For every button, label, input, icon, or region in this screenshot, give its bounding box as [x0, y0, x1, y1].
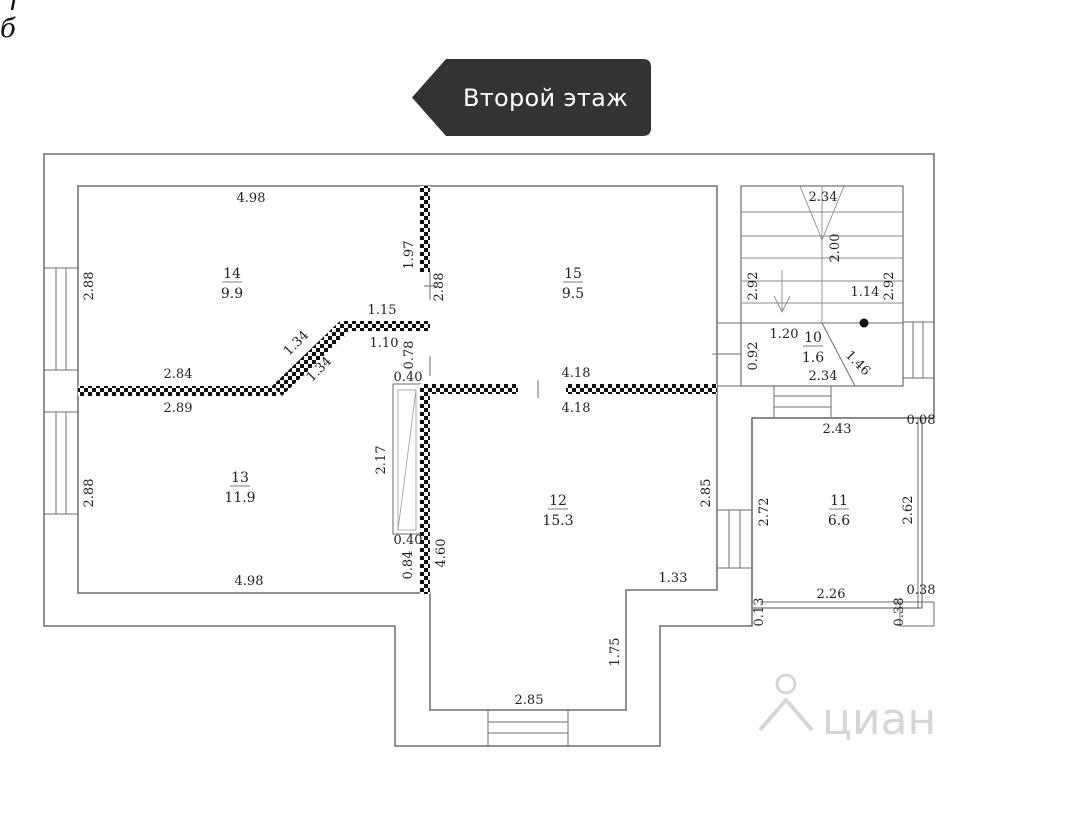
dimension-label: 0.40 — [394, 533, 423, 548]
dimension-label: 0.38 — [907, 583, 936, 598]
dimension-label: 2.17 — [374, 446, 389, 475]
room-number: 12 — [549, 493, 567, 509]
dimension-label: 4.60 — [434, 539, 449, 568]
dimension-label: 2.34 — [809, 190, 838, 205]
dimension-label: 2.34 — [809, 369, 838, 384]
partition-walls — [78, 186, 717, 594]
dimension-label: 2.88 — [82, 479, 97, 508]
dimension-label: 1.15 — [368, 303, 397, 318]
room-number: 10 — [804, 330, 822, 346]
room-area: 6.6 — [828, 513, 850, 529]
dimension-label: 4.18 — [562, 366, 591, 381]
dimension-label: 0.78 — [402, 341, 417, 370]
dimension-label: 1.20 — [770, 327, 799, 342]
dimension-label: 1.46 — [842, 348, 873, 379]
dimension-label: 0.13 — [752, 598, 767, 627]
dimension-label: 2.26 — [817, 587, 846, 602]
window-bottom — [487, 709, 569, 747]
dimension-label: 4.18 — [562, 401, 591, 416]
dimension-label: 2.84 — [164, 367, 193, 382]
staircase — [741, 185, 903, 323]
dimension-label: 4.98 — [235, 574, 264, 589]
stair-landing-steps — [773, 385, 832, 419]
inner-wall-outline — [77, 185, 718, 711]
room-number: 13 — [231, 470, 249, 486]
window-left-bottom — [43, 411, 79, 515]
floor-tooltip — [412, 59, 651, 136]
dimension-label: 4.98 — [237, 191, 266, 206]
dimension-label: 2.85 — [515, 693, 544, 708]
dimension-label: 2.62 — [901, 496, 916, 525]
dimension-label: 2.89 — [164, 401, 193, 416]
dimension-label: 2.88 — [82, 272, 97, 301]
floor-label[interactable]: Второй этаж — [462, 83, 629, 112]
watermark: циан — [758, 673, 936, 745]
dimension-label: 2.92 — [746, 272, 761, 301]
room-area: 11.9 — [224, 490, 255, 506]
dimension-label: 1.14 — [851, 285, 880, 300]
dimension-label: 2.00 — [828, 234, 843, 263]
room-area: 1.6 — [802, 350, 824, 366]
dimension-label: 2.88 — [432, 273, 447, 302]
dimension-label: 2.72 — [757, 498, 772, 527]
room-number: 14 — [223, 266, 241, 282]
dimension-label: 2.92 — [882, 272, 897, 301]
dimension-label: 2.85 — [699, 479, 714, 508]
stair-marker-dot — [859, 318, 869, 328]
window-room12-right — [716, 509, 753, 569]
dimension-label: 2.43 — [823, 422, 852, 437]
window-left-top — [43, 267, 79, 371]
corner-mark-icon — [10, 0, 16, 11]
corner-glyph: б — [0, 14, 16, 44]
outer-wall-outline — [43, 153, 935, 747]
dimension-label: 0.40 — [394, 370, 423, 385]
dimension-label: 0.84 — [401, 551, 416, 580]
room-number: 11 — [830, 493, 848, 509]
dimension-label: 0.08 — [907, 413, 936, 428]
room-area: 9.5 — [562, 286, 584, 302]
window-right-upper — [902, 321, 935, 379]
dimension-label: 0.38 — [892, 598, 907, 627]
dimension-label: 0.92 — [746, 342, 761, 371]
dimension-label: 1.10 — [370, 336, 399, 351]
room-area: 9.9 — [221, 286, 243, 302]
dimension-label: 1.97 — [402, 241, 417, 270]
dimension-label: 1.33 — [659, 571, 688, 586]
room-number: 15 — [564, 266, 582, 282]
watermark-text: циан — [822, 694, 936, 745]
dimension-label: 1.75 — [608, 638, 623, 667]
room-labels: 14 9.9 15 9.5 13 11.9 12 15.3 11 6.6 10 1.6 — [221, 266, 850, 529]
room-area: 15.3 — [542, 513, 573, 529]
